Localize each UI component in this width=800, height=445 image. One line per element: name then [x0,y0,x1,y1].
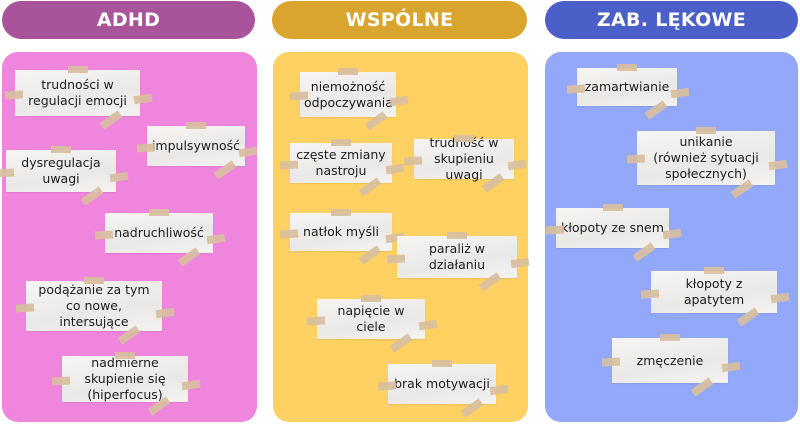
tape-decoration [403,156,423,166]
tape-decoration [447,232,467,239]
note-text: podążanie za tym co nowe, intersujące [38,282,150,329]
tape-decoration [94,230,114,240]
note-text: trudność w skupieniu uwagi [429,135,499,182]
note-anxiety-worrying: zamartwianie [566,64,690,120]
note-text: zamartwianie [584,79,670,94]
note-anxiety-sleep-problems: kłopoty ze snem [545,204,682,262]
tape-decoration [626,154,646,164]
note-adhd-novelty-seeking: podążanie za tym co nowe, intersujące [15,277,175,345]
tape-decoration [660,334,680,341]
header-common: WSPÓLNE [272,1,527,39]
note-text: nadmierne skupienie się (hiperfocus) [84,355,166,402]
tape-decoration [186,122,206,129]
header-anxiety-title: ZAB. LĘKOWE [596,9,747,31]
tape-decoration [617,64,637,71]
tape-decoration [84,277,104,284]
tape-decoration [432,360,452,367]
tape-decoration [15,303,35,312]
tape-decoration [338,68,358,75]
tape-decoration [51,146,71,153]
note-common-body-tension: napięcie w ciele [306,295,438,353]
note-text: kłopoty z apatytem [683,276,745,307]
note-text: zmęczenie [636,352,704,368]
note-text: napięcie w ciele [337,303,405,334]
tape-decoration [149,209,169,216]
tape-decoration [279,160,299,170]
note-anxiety-fatigue: zmęczenie [601,334,741,397]
note-common-inability-to-rest: niemożność odpoczywania [289,68,409,131]
note-adhd-hyperactivity: nadruchliwość [94,209,226,267]
note-anxiety-avoidance: unikanie (również sytuacji społecznych) [626,127,788,199]
note-text: niemożność odpoczywania [304,78,393,110]
note-common-racing-thoughts: natłok myśli [279,209,405,265]
tape-decoration [566,84,586,94]
tape-decoration [331,209,351,216]
header-common-title: WSPÓLNE [345,9,454,31]
note-adhd-hyperfocus: nadmierne skupienie się (hiperfocus) [51,352,201,416]
tape-decoration [0,168,15,178]
note-adhd-attention-dysregulation: dysregulacja uwagi [0,146,129,206]
note-anxiety-appetite-problems: kłopoty z apatytem [640,267,790,327]
tape-decoration [601,357,621,367]
tape-decoration [454,135,474,142]
tape-decoration [67,66,88,73]
note-adhd-emotion-regulation: trudności w regulacji emocji [4,66,153,130]
tape-decoration [602,204,623,211]
note-text: nadruchliwość [114,225,204,240]
note-text: unikanie (również sytuacji społecznych) [653,134,759,181]
tape-decoration [51,376,71,386]
note-common-action-paralysis: paraliż w działaniu [386,232,530,292]
note-text: brak motywacji [394,376,490,391]
note-text: kłopoty ze snem [561,220,664,235]
tape-decoration [386,254,406,264]
note-adhd-impulsivity: impulsywność [136,122,258,180]
header-anxiety: ZAB. LĘKOWE [545,1,798,39]
tape-decoration [640,289,660,299]
tape-decoration [361,295,381,302]
note-text: impulsywność [151,138,241,153]
tape-decoration [4,90,24,100]
note-text: paraliż w działaniu [428,241,486,272]
header-adhd-title: ADHD [96,9,161,31]
tape-decoration [306,316,326,326]
note-text: dysregulacja uwagi [21,155,101,186]
tape-decoration [377,381,397,391]
tape-decoration [289,91,309,101]
tape-decoration [136,143,156,153]
note-text: częste zmiany nastroju [296,147,386,178]
tape-decoration [545,225,565,235]
note-text: natłok myśli [303,224,379,239]
tape-decoration [331,139,351,146]
tape-decoration [115,352,135,359]
header-adhd: ADHD [2,1,255,39]
tape-decoration [704,267,724,274]
note-common-concentration-difficulty: trudność w skupieniu uwagi [403,135,527,193]
note-common-lack-of-motivation: brak motywacji [377,360,509,418]
tape-decoration [696,127,716,134]
note-text: trudności w regulacji emocji [28,77,127,108]
tape-decoration [279,229,299,239]
note-common-mood-swings: częste zmiany nastroju [279,139,405,197]
